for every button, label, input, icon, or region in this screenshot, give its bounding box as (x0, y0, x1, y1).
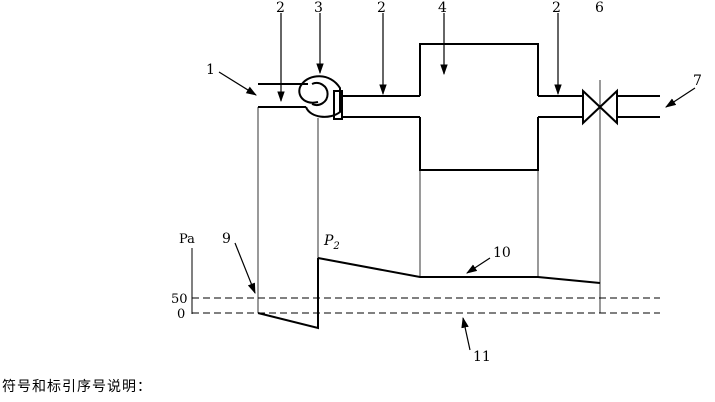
label-2c: 2 (552, 0, 561, 16)
fan-impeller (311, 82, 329, 106)
valve (582, 88, 618, 126)
label-6: 6 (595, 0, 604, 16)
label-2a: 2 (276, 0, 285, 16)
p2-letter: P (323, 233, 334, 249)
label-4: 4 (438, 0, 447, 16)
leader-9 (234, 242, 256, 295)
label-1: 1 (206, 62, 215, 78)
p2-label: P2 (323, 233, 340, 252)
reference-lines (192, 297, 660, 314)
label-3: 3 (314, 0, 323, 16)
chamber-wall-top (419, 43, 539, 96)
profile-discharge (317, 257, 601, 284)
label-2b: 2 (377, 0, 386, 16)
label-11: 11 (473, 349, 491, 365)
label-10: 10 (493, 245, 511, 261)
tick-50-label: 50 (171, 292, 188, 307)
axis-labels: Pa 50 0 P2 (171, 232, 340, 322)
label-9: 9 (222, 231, 231, 247)
label-7: 7 (693, 73, 702, 89)
duct-system (258, 43, 660, 171)
axis-unit-label: Pa (179, 232, 195, 247)
chamber-wall-bottom (419, 117, 539, 171)
callout-labels: 1 2 3 2 4 2 6 7 9 10 11 (206, 0, 702, 365)
leader-arrows (218, 13, 696, 351)
leader-1 (218, 71, 257, 96)
p2-subscript: 2 (332, 241, 339, 252)
pressure-profile (257, 257, 601, 330)
caption: 符号和标引序号说明： (2, 379, 152, 395)
leader-10 (466, 257, 491, 274)
leader-11 (461, 316, 471, 351)
leader-7 (665, 87, 696, 108)
profile-suction (257, 258, 319, 330)
tick-0-label: 0 (177, 307, 185, 322)
fan-outlet-flange (333, 90, 343, 120)
fan-casing (298, 75, 341, 118)
